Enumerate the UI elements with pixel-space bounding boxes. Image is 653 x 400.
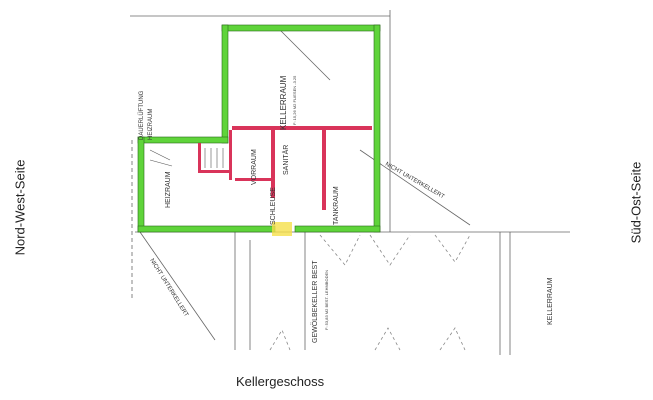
room-tankraum: TANKRAUM [333, 186, 340, 225]
room-heizraum: HEIZRAUM [165, 171, 172, 208]
room-kellerraum: KELLERRAUM [279, 75, 288, 130]
room-sanitaer: SANITÄR [282, 145, 290, 175]
room-vorraum: VORRAUM [251, 149, 258, 185]
plan-caption: Kellergeschoss [236, 374, 325, 389]
label-dauerlueftung: DAUERLÜFTUNG [138, 90, 145, 140]
room-gewoelbekeller-detail: F: 53,83 M2 BEST. LEHMBODEN [324, 270, 329, 330]
existing-walls [137, 24, 381, 233]
vault-arches [269, 234, 471, 351]
dimension-lines [130, 10, 570, 355]
room-schleuse: SCHLEUSE [270, 187, 277, 225]
stairs [149, 148, 224, 168]
room-kellerraum-2: KELLERRAUM [547, 277, 554, 325]
highlight-door [272, 222, 292, 236]
label-dauerlueftung-heizraum: HEIZRAUM [148, 109, 154, 140]
new-walls [198, 126, 372, 210]
side-label-nord-west: Nord-West-Seite [12, 159, 28, 256]
room-gewoelbekeller: GEWÖLBEKELLER BEST [311, 260, 319, 343]
room-kellerraum-detail: F: 15,26 M2 FLIESEN -3.25 [292, 75, 297, 125]
label-nicht-unterkellert-2: NICHT UNTERKELLERT [148, 258, 189, 318]
side-label-sued-ost: Süd-Ost-Seite [628, 161, 644, 244]
label-nicht-unterkellert: NICHT UNTERKELLERT [384, 162, 445, 201]
